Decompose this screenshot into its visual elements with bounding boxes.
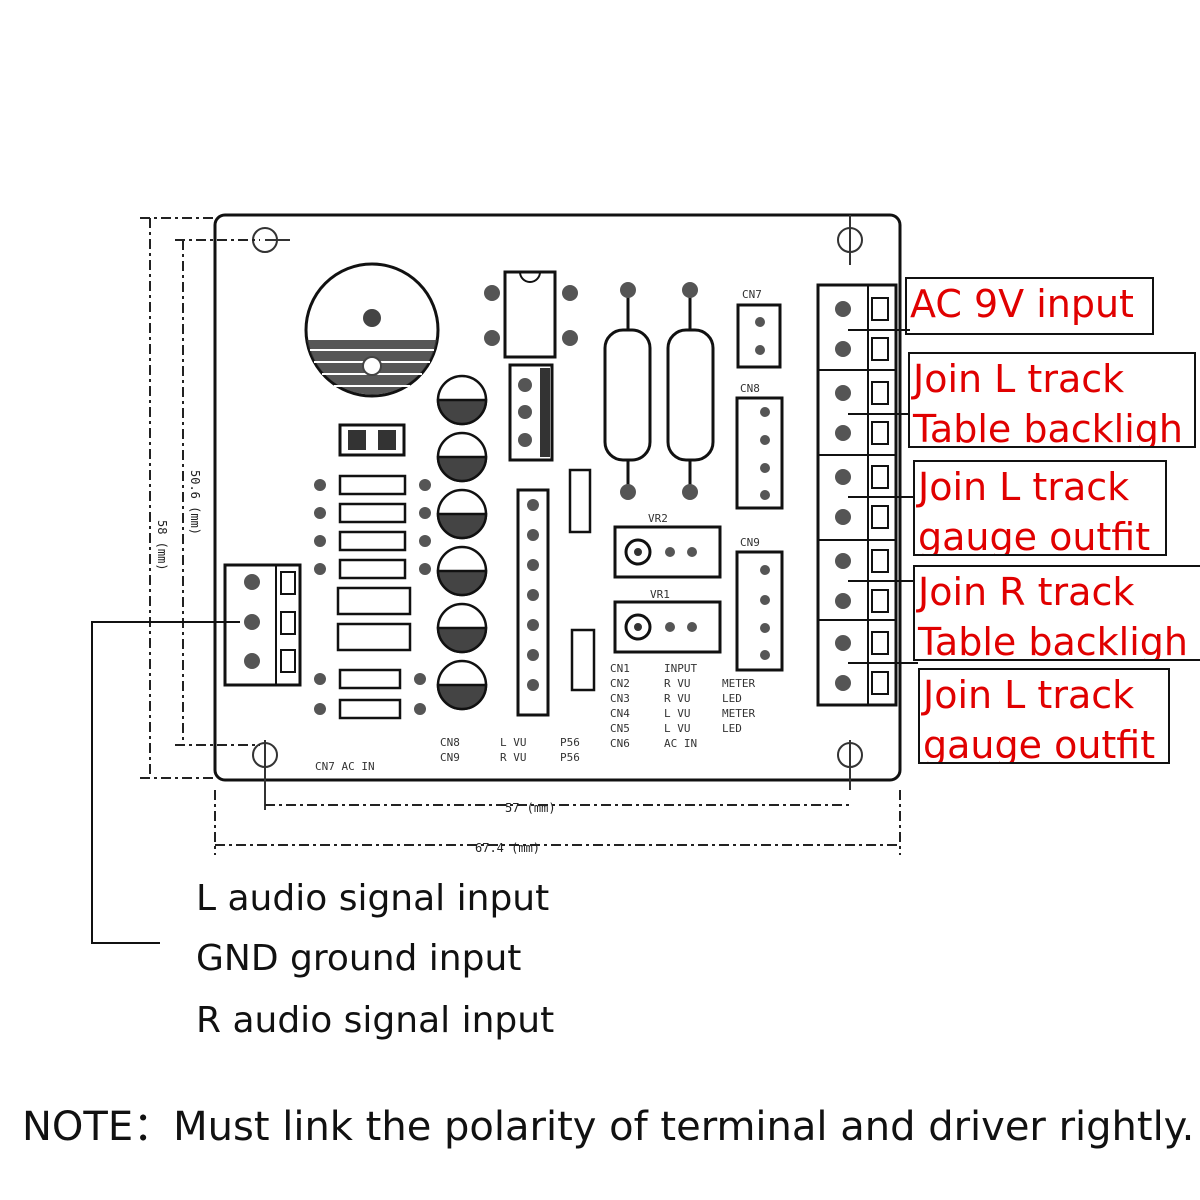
label-l-gauge-2-line1: Join L track [923, 673, 1135, 717]
silk-vr2: VR2 [648, 512, 668, 525]
label-l-backlight: Join L track Table backligh [908, 352, 1196, 448]
silk-table-cell: R VU [664, 692, 691, 705]
silk-table-cell: CN6 [610, 737, 630, 750]
silk-table-cell: CN2 [610, 677, 630, 690]
potentiometers [613, 525, 722, 654]
cn8-connector [735, 396, 784, 510]
label-l-backlight-line2: Table backligh [913, 407, 1183, 448]
silk-vr1: VR1 [650, 588, 670, 601]
label-r-backlight-line1: Join R track [918, 570, 1135, 614]
silk-table-cell: CN3 [610, 692, 630, 705]
vertical-resistor [570, 628, 596, 692]
label-l-backlight-line1: Join L track [913, 357, 1125, 401]
dimension-lines [140, 217, 901, 855]
silk-cn8: CN8 [740, 382, 760, 395]
silk-table-cell: CN5 [610, 722, 630, 735]
cn7-connector [736, 303, 782, 369]
label-l-gauge-2: Join L track gauge outfit [918, 668, 1170, 764]
fuses [603, 290, 715, 492]
silk-table-cell: METER [722, 707, 755, 720]
label-l-gauge-line2: gauge outfit [918, 515, 1151, 556]
silk-table-cell: CN1 [610, 662, 630, 675]
ic-chip [484, 270, 578, 359]
small-capacitors [436, 374, 488, 711]
silk-table-cell: P56 [560, 736, 580, 749]
label-ac-input: AC 9V input [905, 277, 1154, 335]
resistor-pads [314, 479, 431, 715]
silk-cn9: CN9 [740, 536, 760, 549]
polarity-note: NOTE：Must link the polarity of terminal … [22, 1104, 1195, 1150]
silk-table-cell: L VU [664, 722, 691, 735]
silk-cn7-ac-in: CN7 AC IN [315, 760, 375, 773]
label-r-backlight: Join R track Table backligh [913, 565, 1200, 661]
left-terminal-block [223, 563, 302, 687]
silk-table-cell: METER [722, 677, 755, 690]
silk-table-cell: INPUT [664, 662, 697, 675]
label-l-gauge: Join L track gauge outfit [913, 460, 1167, 556]
silk-table-cell: R VU [500, 751, 527, 764]
silk-cn7: CN7 [742, 288, 762, 301]
bridge-component [338, 423, 406, 457]
large-capacitor [304, 262, 440, 398]
silk-table-cell: R VU [664, 677, 691, 690]
label-r-backlight-line2: Table backligh [918, 620, 1188, 661]
silk-table-cell: CN8 [440, 736, 460, 749]
left-leader-line [91, 621, 240, 944]
right-leader-lines [848, 329, 918, 664]
silk-table-cell: LED [722, 722, 742, 735]
silk-table-cell: L VU [664, 707, 691, 720]
mounting-holes [252, 215, 863, 810]
silk-table-cell: CN4 [610, 707, 630, 720]
silk-table-cell: CN9 [440, 751, 460, 764]
header-strip [516, 488, 550, 717]
silk-table-cell: L VU [500, 736, 527, 749]
label-gnd-input: GND ground input [196, 938, 522, 979]
label-l-gauge-line1: Join L track [918, 465, 1130, 509]
resistors [336, 474, 412, 720]
silk-table-cell: AC IN [664, 737, 697, 750]
label-l-audio-input: L audio signal input [196, 878, 550, 919]
dim-inner-width-label: 57 (mm) [505, 801, 556, 815]
silk-table-cell: LED [722, 692, 742, 705]
dim-outer-width-label: 67.4 (mm) [475, 841, 540, 855]
pcb-outline [213, 213, 902, 782]
regulator [508, 363, 554, 462]
label-r-audio-input: R audio signal input [196, 1000, 555, 1041]
label-l-gauge-2-line2: gauge outfit [923, 723, 1156, 764]
dim-outer-height-label: 58 (mm) [155, 520, 169, 571]
dim-inner-height-label: 50.6 (mm) [188, 470, 202, 535]
vertical-resistor [568, 468, 592, 534]
label-ac-input-line1: AC 9V input [910, 282, 1134, 326]
cn9-connector [735, 550, 784, 672]
right-terminal-block [816, 283, 898, 707]
silk-table-cell: P56 [560, 751, 580, 764]
